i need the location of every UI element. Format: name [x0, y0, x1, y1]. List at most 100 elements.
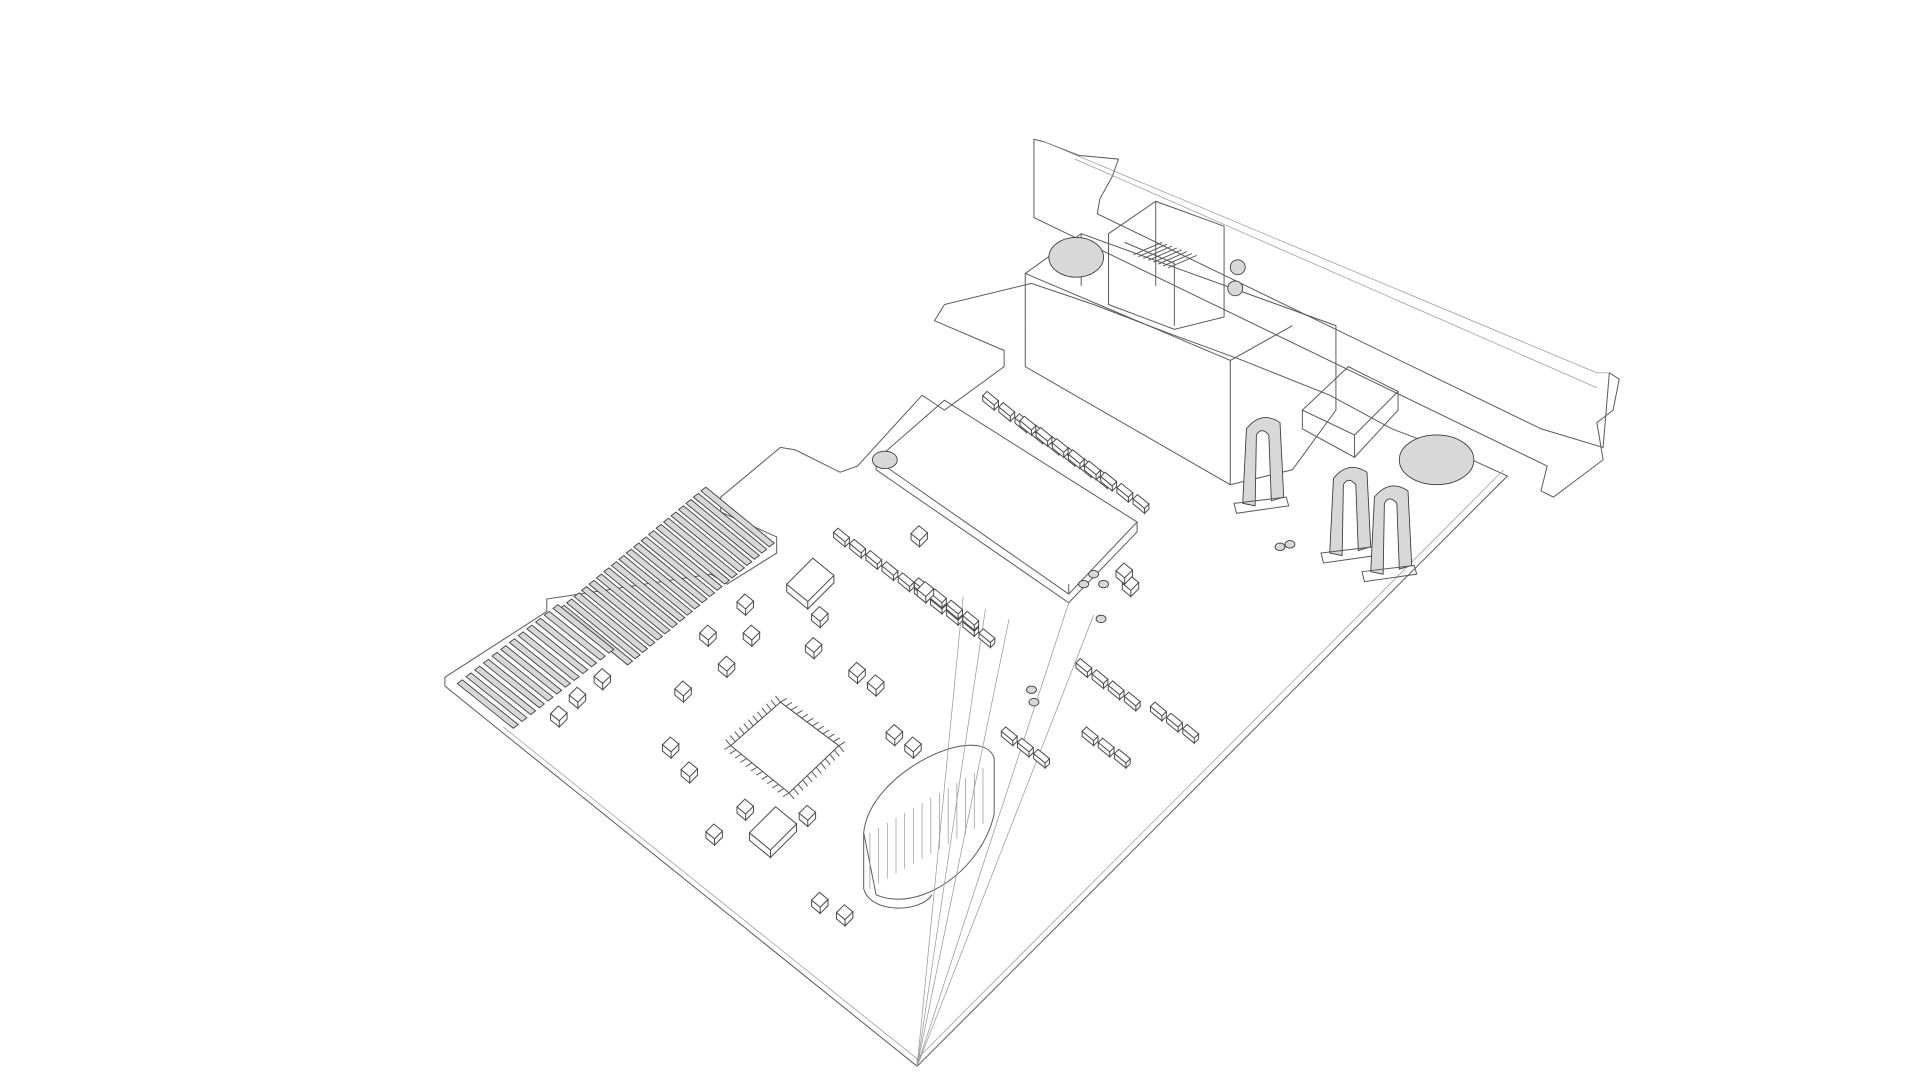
smd-resistor	[1081, 726, 1099, 747]
chip-pin	[729, 749, 737, 755]
small-capacitor	[1026, 685, 1037, 694]
rj45-port-frame	[1108, 200, 1225, 330]
smd-resistor	[1113, 748, 1131, 770]
edge-connector-finger	[677, 505, 753, 567]
edge-connector-finger	[640, 536, 716, 598]
smd-resistor	[1132, 493, 1150, 515]
qfp-controller-chip	[729, 701, 840, 794]
smd-resistor	[1000, 726, 1018, 747]
smd-component	[736, 798, 755, 822]
edge-connector-finger	[552, 604, 615, 654]
smd-resistor	[1097, 737, 1115, 759]
board-outline	[444, 282, 1509, 1067]
chip-pin	[785, 701, 793, 707]
chip-pin	[780, 698, 787, 703]
chip-pin	[761, 707, 768, 715]
chip-pin	[833, 749, 840, 757]
small-capacitor	[1098, 579, 1109, 589]
smd-resistor	[1165, 712, 1184, 734]
chip-pin	[729, 735, 736, 743]
rj45-contact	[1143, 245, 1173, 259]
smd-component	[717, 655, 736, 679]
edge-connector-finger	[565, 598, 641, 660]
edge-connector-finger	[508, 638, 572, 688]
smd-resistor	[1091, 669, 1109, 690]
rj45-contact	[1133, 241, 1163, 256]
chip-pin	[822, 729, 830, 735]
edge-connector-finger	[517, 631, 580, 681]
transformer-coil	[1370, 485, 1413, 575]
smd-component	[848, 661, 867, 685]
edge-connector-finger	[700, 486, 775, 548]
rj45-contact	[1158, 251, 1187, 265]
chip-pin	[793, 788, 800, 796]
transformer-coil	[1329, 466, 1372, 557]
edge-connector-finger	[595, 573, 671, 635]
smd-resistor	[1107, 680, 1125, 701]
rj45-contact	[1138, 243, 1168, 258]
smd-component	[1115, 562, 1134, 586]
projection-line	[916, 608, 986, 1067]
smd-resistor	[981, 390, 1000, 412]
smd-component	[549, 705, 568, 729]
edge-connector-finger	[603, 567, 678, 629]
chip-pin	[817, 725, 825, 731]
chip-pin	[756, 771, 763, 776]
chip-pin	[766, 703, 772, 711]
chip-pin	[824, 758, 831, 766]
smd-resistor	[848, 538, 867, 560]
rj45-contacts	[1133, 241, 1197, 269]
edge-connector-finger	[526, 624, 589, 675]
edge-connector-finger	[692, 492, 768, 554]
smd-resistor	[978, 628, 996, 649]
edge-connector-finger	[625, 548, 701, 610]
smd-resistor	[945, 599, 964, 621]
smd-resistor	[1067, 449, 1086, 470]
coil-base	[1233, 496, 1290, 514]
smd-component	[835, 904, 854, 928]
smd-component	[810, 891, 829, 915]
smd-component	[904, 736, 922, 760]
led-indicator-icon	[1227, 280, 1244, 297]
coil-base	[1320, 546, 1377, 564]
smd-resistor	[1100, 471, 1118, 493]
chip-pin	[724, 745, 731, 750]
small-capacitor	[1078, 579, 1090, 589]
small-capacitor	[1028, 698, 1040, 707]
smd-component	[736, 593, 755, 617]
ic-chip	[748, 806, 798, 859]
projection-line	[916, 602, 1070, 1067]
coil-base	[1361, 564, 1418, 583]
chip-pin	[745, 762, 753, 767]
edge-connector-finger	[474, 665, 537, 716]
chip-pin	[747, 719, 754, 727]
edge-connector-finger	[618, 554, 693, 616]
chip-pin	[782, 792, 790, 798]
rj45-contact	[1148, 247, 1178, 261]
small-capacitor	[1274, 542, 1286, 551]
edge-connector-finger	[588, 579, 664, 641]
edge-connector-finger	[491, 651, 554, 702]
screw-dome	[1398, 434, 1475, 486]
chip-pin	[738, 727, 745, 735]
shield-box	[1301, 366, 1399, 458]
smd-component	[593, 667, 612, 691]
projection-line	[916, 596, 964, 1067]
edge-connector-finger	[543, 610, 606, 661]
smd-resistor	[1016, 737, 1035, 759]
rj45-contact	[1153, 249, 1183, 263]
chip-pin	[838, 745, 845, 753]
smd-resistor	[1051, 437, 1069, 459]
smd-component	[810, 605, 829, 629]
smd-component	[568, 686, 587, 710]
chip-pin	[833, 737, 840, 743]
chip-pin	[777, 788, 785, 793]
chip-pin	[797, 783, 804, 791]
smd-component	[661, 736, 680, 760]
smd-resistor	[865, 549, 883, 571]
chip-pin	[838, 741, 846, 747]
ic-chip	[785, 557, 835, 611]
smd-component	[885, 723, 904, 747]
smd-component	[674, 680, 693, 704]
edge-connector-finger	[610, 561, 686, 622]
